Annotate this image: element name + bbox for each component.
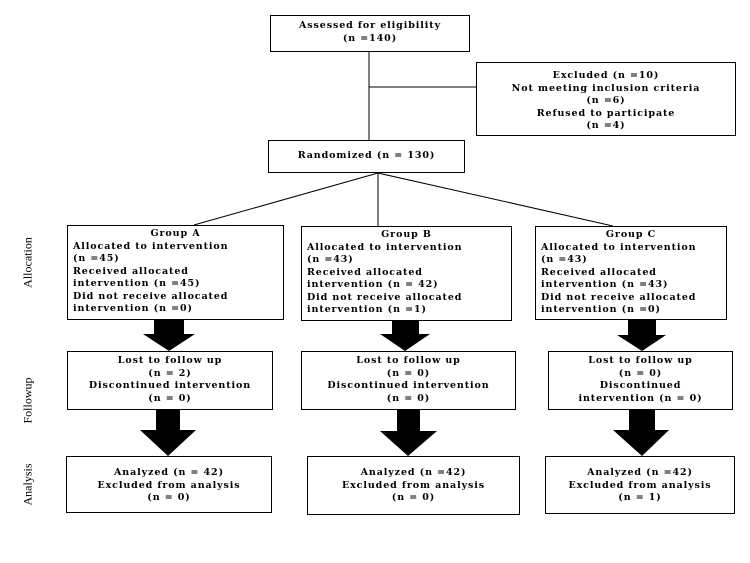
group-a-followup-line: Lost to follow up bbox=[117, 355, 223, 366]
group-b-followup-box: Lost to follow up (n = 0) Discontinued i… bbox=[301, 351, 516, 410]
excluded-line-3: (n =6) bbox=[586, 95, 626, 106]
group-b-analysis-line: Excluded from analysis bbox=[341, 479, 486, 491]
group-b-allocation-line: Did not receive allocated bbox=[307, 291, 463, 303]
eligibility-box: Assessed for eligibility (n =140) bbox=[270, 15, 470, 52]
group-a-allocation-line: intervention (n =45) bbox=[73, 278, 201, 289]
randomized-to-group-a-line bbox=[193, 172, 379, 226]
group-a-analysis-line: Excluded from analysis bbox=[97, 479, 241, 491]
randomized-box: Randomized (n = 130) bbox=[268, 140, 465, 173]
group-a-allocation-line: Allocated to intervention bbox=[73, 240, 229, 252]
group-b-followup-line: (n = 0) bbox=[386, 392, 431, 404]
group-a-analysis-box: Analyzed (n = 42) Excluded from analysis… bbox=[66, 456, 272, 513]
group-b-analysis-line: Analyzed (n =42) bbox=[360, 467, 467, 478]
stage-label-followup: Followup bbox=[20, 377, 35, 424]
group-b-followup-line: Lost to follow up bbox=[356, 355, 461, 366]
excluded-line-4: Refused to participate bbox=[536, 107, 676, 119]
group-a-followup-box: Lost to follow up (n = 2) Discontinued i… bbox=[67, 351, 273, 410]
group-c-followup-line: Discontinued bbox=[599, 380, 682, 391]
group-b-allocation-line: Received allocated bbox=[307, 266, 423, 278]
group-c-allocation-line: intervention (n =0) bbox=[541, 304, 661, 315]
group-c-followup-box: Lost to follow up (n = 0) Discontinued i… bbox=[548, 351, 733, 410]
group-a-allocation-box: Group A Allocated to intervention (n =45… bbox=[67, 225, 284, 320]
group-c-analysis-box: Analyzed (n =42) Excluded from analysis … bbox=[545, 456, 735, 514]
group-c-allocation-line: Did not receive allocated bbox=[541, 291, 697, 303]
group-a-followup-line: (n = 2) bbox=[148, 367, 192, 379]
group-b-allocation-box: Group B Allocated to intervention (n =43… bbox=[301, 226, 512, 321]
stage-label-analysis: Analysis bbox=[20, 463, 35, 506]
stage-label-allocation: Allocation bbox=[20, 237, 35, 288]
group-b-allocation-line: (n =43) bbox=[307, 254, 354, 265]
excluded-box: Excluded (n =10) Not meeting inclusion c… bbox=[476, 62, 736, 136]
group-b-allocation-line: intervention (n =1) bbox=[307, 304, 427, 315]
eligibility-line-2: (n =140) bbox=[342, 32, 398, 44]
group-b-followup-line: Discontinued intervention bbox=[327, 380, 490, 391]
group-b-followup-line: (n = 0) bbox=[386, 367, 431, 379]
group-a-followup-line: Discontinued intervention bbox=[88, 380, 252, 391]
group-c-allocation-line: (n =43) bbox=[541, 254, 588, 265]
group-b-allocation-line: intervention (n = 42) bbox=[307, 279, 439, 290]
group-b-allocation-line: Allocated to intervention bbox=[307, 241, 463, 253]
group-a-allocation-line: (n =45) bbox=[73, 253, 120, 264]
group-c-analysis-line: (n = 1) bbox=[618, 492, 662, 503]
arrow-b-analysis bbox=[380, 410, 437, 456]
excluded-line-1: Excluded (n =10) bbox=[552, 70, 660, 81]
group-c-followup-line: Lost to follow up bbox=[588, 355, 693, 366]
randomized-label: Randomized (n = 130) bbox=[297, 150, 436, 161]
group-a-title: Group A bbox=[150, 228, 201, 239]
group-c-allocation-line: intervention (n =43) bbox=[541, 279, 669, 290]
group-a-allocation-line: intervention (n =0) bbox=[73, 303, 193, 314]
excluded-line-2: Not meeting inclusion criteria bbox=[511, 82, 701, 94]
eligibility-line-1: Assessed for eligibility bbox=[298, 20, 442, 31]
arrow-a-followup bbox=[143, 320, 195, 351]
group-c-analysis-line: Analyzed (n =42) bbox=[587, 467, 693, 478]
group-c-title: Group C bbox=[605, 229, 657, 240]
group-c-followup-line: intervention (n = 0) bbox=[578, 392, 703, 404]
arrow-a-analysis bbox=[140, 410, 196, 456]
group-a-analysis-line: (n = 0) bbox=[147, 492, 191, 503]
group-c-allocation-box: Group C Allocated to intervention (n =43… bbox=[535, 226, 727, 320]
randomized-to-group-c-line bbox=[377, 172, 614, 227]
group-b-analysis-box: Analyzed (n =42) Excluded from analysis … bbox=[307, 456, 520, 515]
arrow-b-followup bbox=[380, 321, 430, 351]
group-a-allocation-line: Received allocated bbox=[73, 265, 189, 277]
group-a-followup-line: (n = 0) bbox=[148, 392, 192, 404]
group-c-allocation-line: Received allocated bbox=[541, 266, 657, 278]
group-b-analysis-line: (n = 0) bbox=[391, 492, 436, 503]
arrow-c-followup bbox=[617, 320, 666, 351]
group-b-title: Group B bbox=[381, 229, 432, 240]
group-c-allocation-line: Allocated to intervention bbox=[541, 241, 697, 253]
group-a-analysis-line: Analyzed (n = 42) bbox=[114, 467, 224, 478]
group-c-followup-line: (n = 0) bbox=[618, 367, 663, 379]
excluded-line-5: (n =4) bbox=[586, 120, 626, 131]
group-c-analysis-line: Excluded from analysis bbox=[568, 479, 712, 491]
group-a-allocation-line: Did not receive allocated bbox=[73, 290, 229, 302]
arrow-c-analysis bbox=[613, 410, 669, 456]
